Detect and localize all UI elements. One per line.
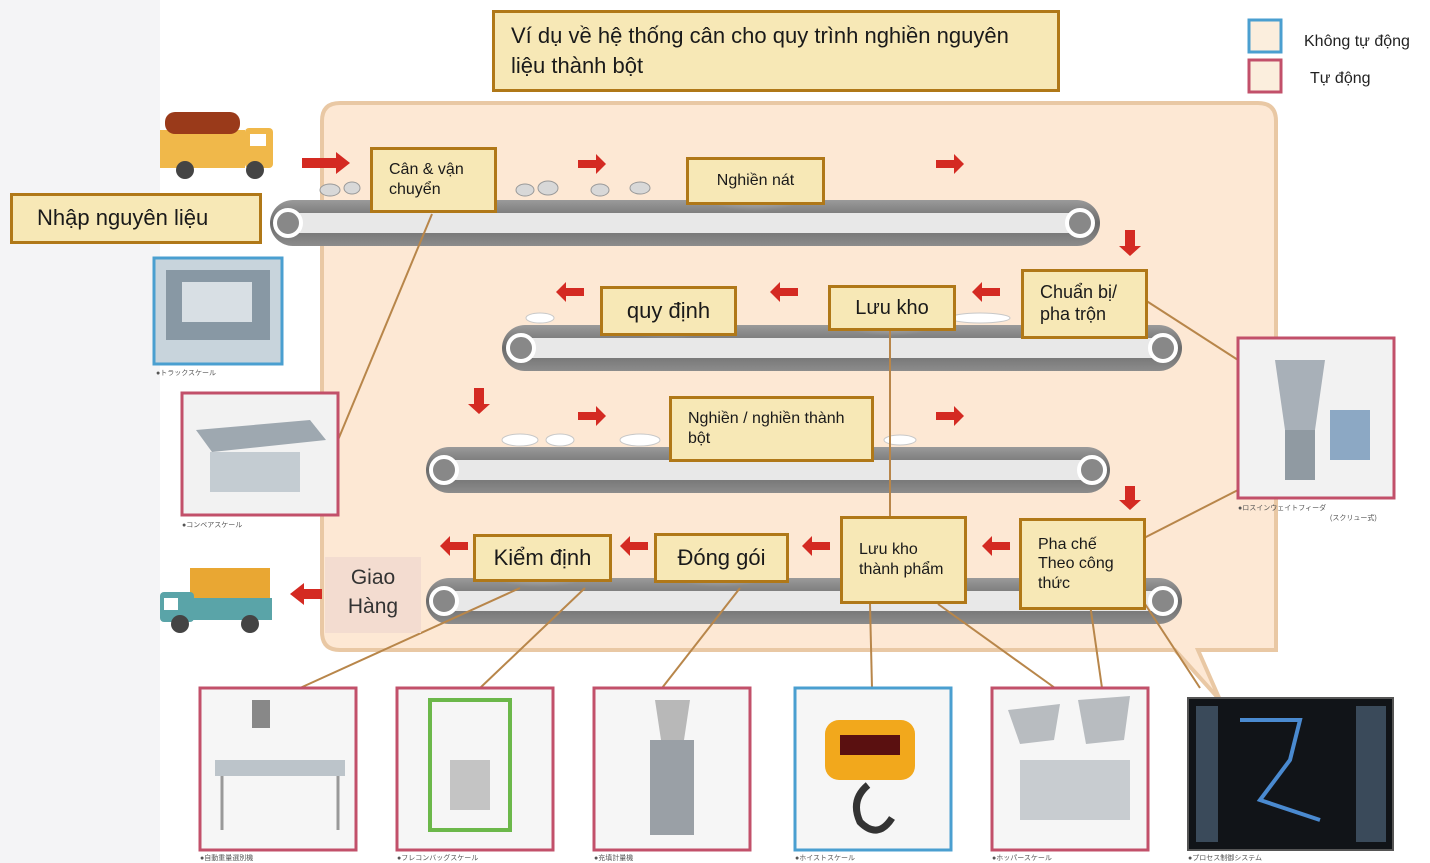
legend-auto-swatch (1247, 58, 1283, 94)
photo-process-control-system (1187, 697, 1394, 851)
step-packing: Đóng gói (654, 533, 789, 583)
connector-lines (299, 213, 1239, 689)
caption-bag-scale: ●フレコンバッグスケール (397, 855, 479, 862)
photo-conveyor-scale (180, 391, 340, 517)
legend-manual-label: Không tự động (1304, 33, 1410, 50)
step-product-storage: Lưu kho thành phẩm (840, 516, 967, 604)
legend-manual-swatch (1247, 18, 1283, 54)
background-haze (0, 0, 160, 863)
conveyor-belt-4 (426, 578, 1182, 624)
photo-packer (592, 686, 752, 852)
legend-auto-label: Tự động (1310, 70, 1371, 87)
caption-truck-scale: ●トラックスケール (156, 370, 217, 377)
photo-truck-scale (152, 256, 284, 366)
caption-checkweigher: ●自動重量選別機 (200, 855, 254, 862)
caption-feeder: ●ロスインウェイトフィーダ (1238, 505, 1327, 512)
intake-truck-icon (160, 112, 273, 179)
photo-hoist-scale (793, 686, 953, 852)
photo-bag-scale (395, 686, 555, 852)
caption-conveyor-scale: ●コンベアスケール (182, 522, 243, 529)
raw-material (319, 180, 651, 197)
step-weigh-transport: Cân & vận chuyển (370, 147, 497, 213)
step-delivery: Giao Hàng (325, 557, 421, 633)
caption-feeder-sub: (スクリュー式) (1330, 515, 1377, 522)
caption-packer: ●充填計量機 (594, 855, 634, 862)
caption-process-system: ●プロセス制御システム (1188, 855, 1263, 862)
crushed-material (501, 312, 1011, 447)
diagram-title: Ví dụ về hệ thống cân cho quy trình nghi… (492, 10, 1060, 92)
step-storage: Lưu kho (828, 285, 956, 331)
step-regulate: quy định (600, 286, 737, 336)
photo-loss-in-weight-feeder (1236, 336, 1396, 500)
conveyor-belt-3 (426, 447, 1110, 493)
photo-checkweigher (198, 686, 358, 852)
delivery-truck-icon (160, 568, 272, 633)
step-intake: Nhập nguyên liệu (10, 193, 262, 244)
step-crush: Nghiền nát (686, 157, 825, 205)
photo-hopper-scale (990, 686, 1150, 852)
step-recipe: Pha chế Theo công thức (1019, 518, 1146, 610)
caption-hopper-scale: ●ホッパースケール (992, 855, 1052, 862)
flow-arrows (290, 152, 1141, 605)
step-prepare: Chuẩn bị/ pha trộn (1021, 269, 1148, 339)
step-grind: Nghiền / nghiền thành bột (669, 396, 874, 462)
step-inspection: Kiểm định (473, 534, 612, 582)
caption-hoist-scale: ●ホイストスケール (795, 855, 856, 862)
